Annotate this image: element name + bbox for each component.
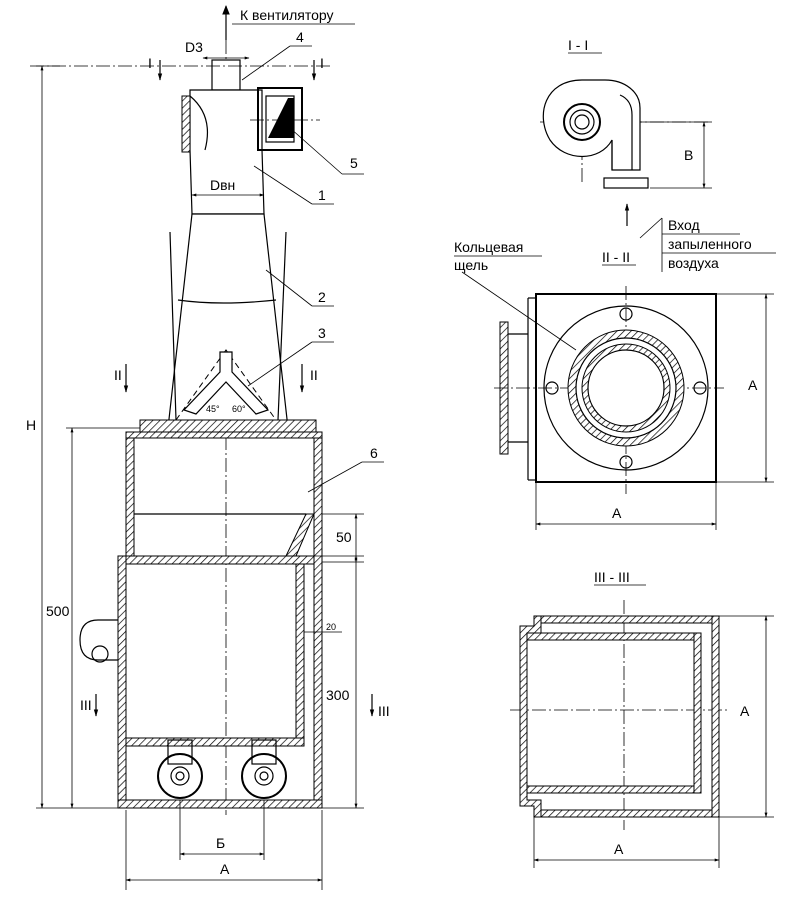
section-mark-1-right: I (320, 55, 324, 71)
angle-60-label: 60° (232, 404, 246, 414)
inlet-box (257, 87, 303, 151)
dim-500-label: 500 (46, 603, 70, 619)
dvn-label: Dвн (210, 177, 235, 193)
inlet-label-2: запыленного (668, 236, 752, 252)
dim-50-label: 50 (336, 529, 352, 545)
callout-5: 5 (350, 155, 358, 171)
section-1-view: I - I В Вход запыленного воздуха (540, 37, 776, 272)
spiral-housing (542, 79, 641, 171)
dim-a-s2-horiz: А (612, 505, 622, 521)
section-2-title: II - II (602, 249, 630, 265)
section-3-title: III - III (594, 569, 630, 585)
side-nozzle (79, 619, 118, 661)
dim-300-label: 300 (326, 687, 350, 703)
annular-label-2: щель (454, 257, 488, 273)
dim-20-label: 20 (326, 622, 336, 632)
callout-2: 2 (318, 289, 326, 305)
section-2-view: II - II Кольцевая щель А А (454, 239, 774, 530)
d3-label: D3 (185, 39, 203, 55)
dim-a-s3-horiz: А (614, 841, 624, 857)
callout-3: 3 (318, 325, 326, 341)
section-mark-3-right: III (378, 703, 390, 719)
section-mark-1-left: I (148, 55, 152, 71)
h-label: H (26, 417, 36, 433)
fan-label: К вентилятору (240, 7, 334, 23)
annular-label-1: Кольцевая (454, 239, 523, 255)
section-mark-2-left: II (114, 367, 122, 383)
section-1-title: I - I (568, 37, 588, 53)
bottom-nozzle-right (241, 739, 287, 799)
dim-b-cyr-label: Б (216, 835, 225, 851)
bottom-nozzle-left (157, 739, 203, 799)
dim-v-label: В (684, 147, 693, 163)
callout-4: 4 (296, 29, 304, 45)
cyclone-cone (167, 213, 289, 429)
section-3-view: III - III А А (510, 569, 774, 868)
dim-a-s3-vert: А (740, 703, 750, 719)
dim-a-s2-vert: А (748, 377, 758, 393)
section-mark-3-left: III (80, 697, 92, 713)
main-elevation-view: К вентилятору D3 I I Dвн 45° 60° (26, 5, 390, 890)
dim-a-bottom-label: А (220, 861, 230, 877)
section-mark-2-right: II (310, 367, 318, 383)
inlet-label-1: Вход (668, 217, 700, 233)
outlet-pipe (211, 59, 241, 91)
angle-45-label: 45° (206, 404, 220, 414)
bunker-wall-left (125, 431, 135, 557)
callout-6: 6 (370, 445, 378, 461)
callout-1: 1 (318, 187, 326, 203)
inner-box-top (117, 555, 315, 565)
bunker-bottom (117, 799, 323, 809)
inlet-label-3: воздуха (668, 255, 719, 271)
